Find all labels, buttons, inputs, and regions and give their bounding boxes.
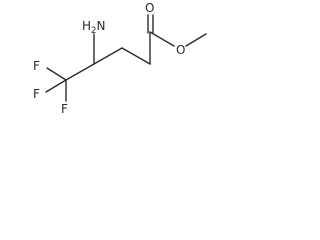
bond-c4-c3: [93, 47, 123, 65]
bond-c3-c2: [121, 47, 151, 65]
bond-c-f3: [45, 79, 67, 93]
structure-canvas: H2N F F F O O: [0, 0, 218, 118]
amine-label: H2N: [82, 19, 105, 36]
bond-o-ch3: [185, 33, 207, 47]
carbonyl-oxygen: O: [145, 1, 154, 15]
bond-c4-cf3: [65, 63, 95, 81]
bond-c1-o: [149, 31, 175, 47]
fluorine-atom-3: F: [33, 87, 40, 101]
bond-c-f2: [46, 67, 67, 81]
chemical-structure: H2N F F F O O: [33, 1, 207, 116]
fluorine-atom-1: F: [61, 102, 68, 116]
ester-oxygen: O: [176, 43, 185, 57]
fluorine-atom-2: F: [33, 59, 40, 73]
